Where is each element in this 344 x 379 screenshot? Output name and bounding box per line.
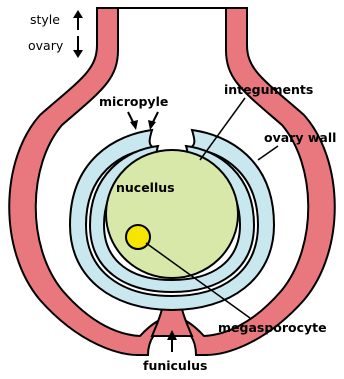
ovary-wall-leader xyxy=(258,146,278,160)
label-integuments: integuments xyxy=(224,82,313,97)
micropyle-arrows xyxy=(128,112,158,130)
label-megasporocyte: megasporocyte xyxy=(218,320,327,335)
nucellus xyxy=(106,150,238,278)
label-funiculus: funiculus xyxy=(143,358,207,373)
label-micropyle: micropyle xyxy=(99,94,168,109)
label-style: style xyxy=(30,12,60,27)
megasporocyte xyxy=(126,225,150,249)
style-arrow xyxy=(73,10,83,30)
label-ovary: ovary xyxy=(28,38,64,53)
label-nucellus: nucellus xyxy=(116,180,175,195)
label-ovary-wall: ovary wall xyxy=(264,130,336,145)
ovary-arrow xyxy=(73,36,83,58)
